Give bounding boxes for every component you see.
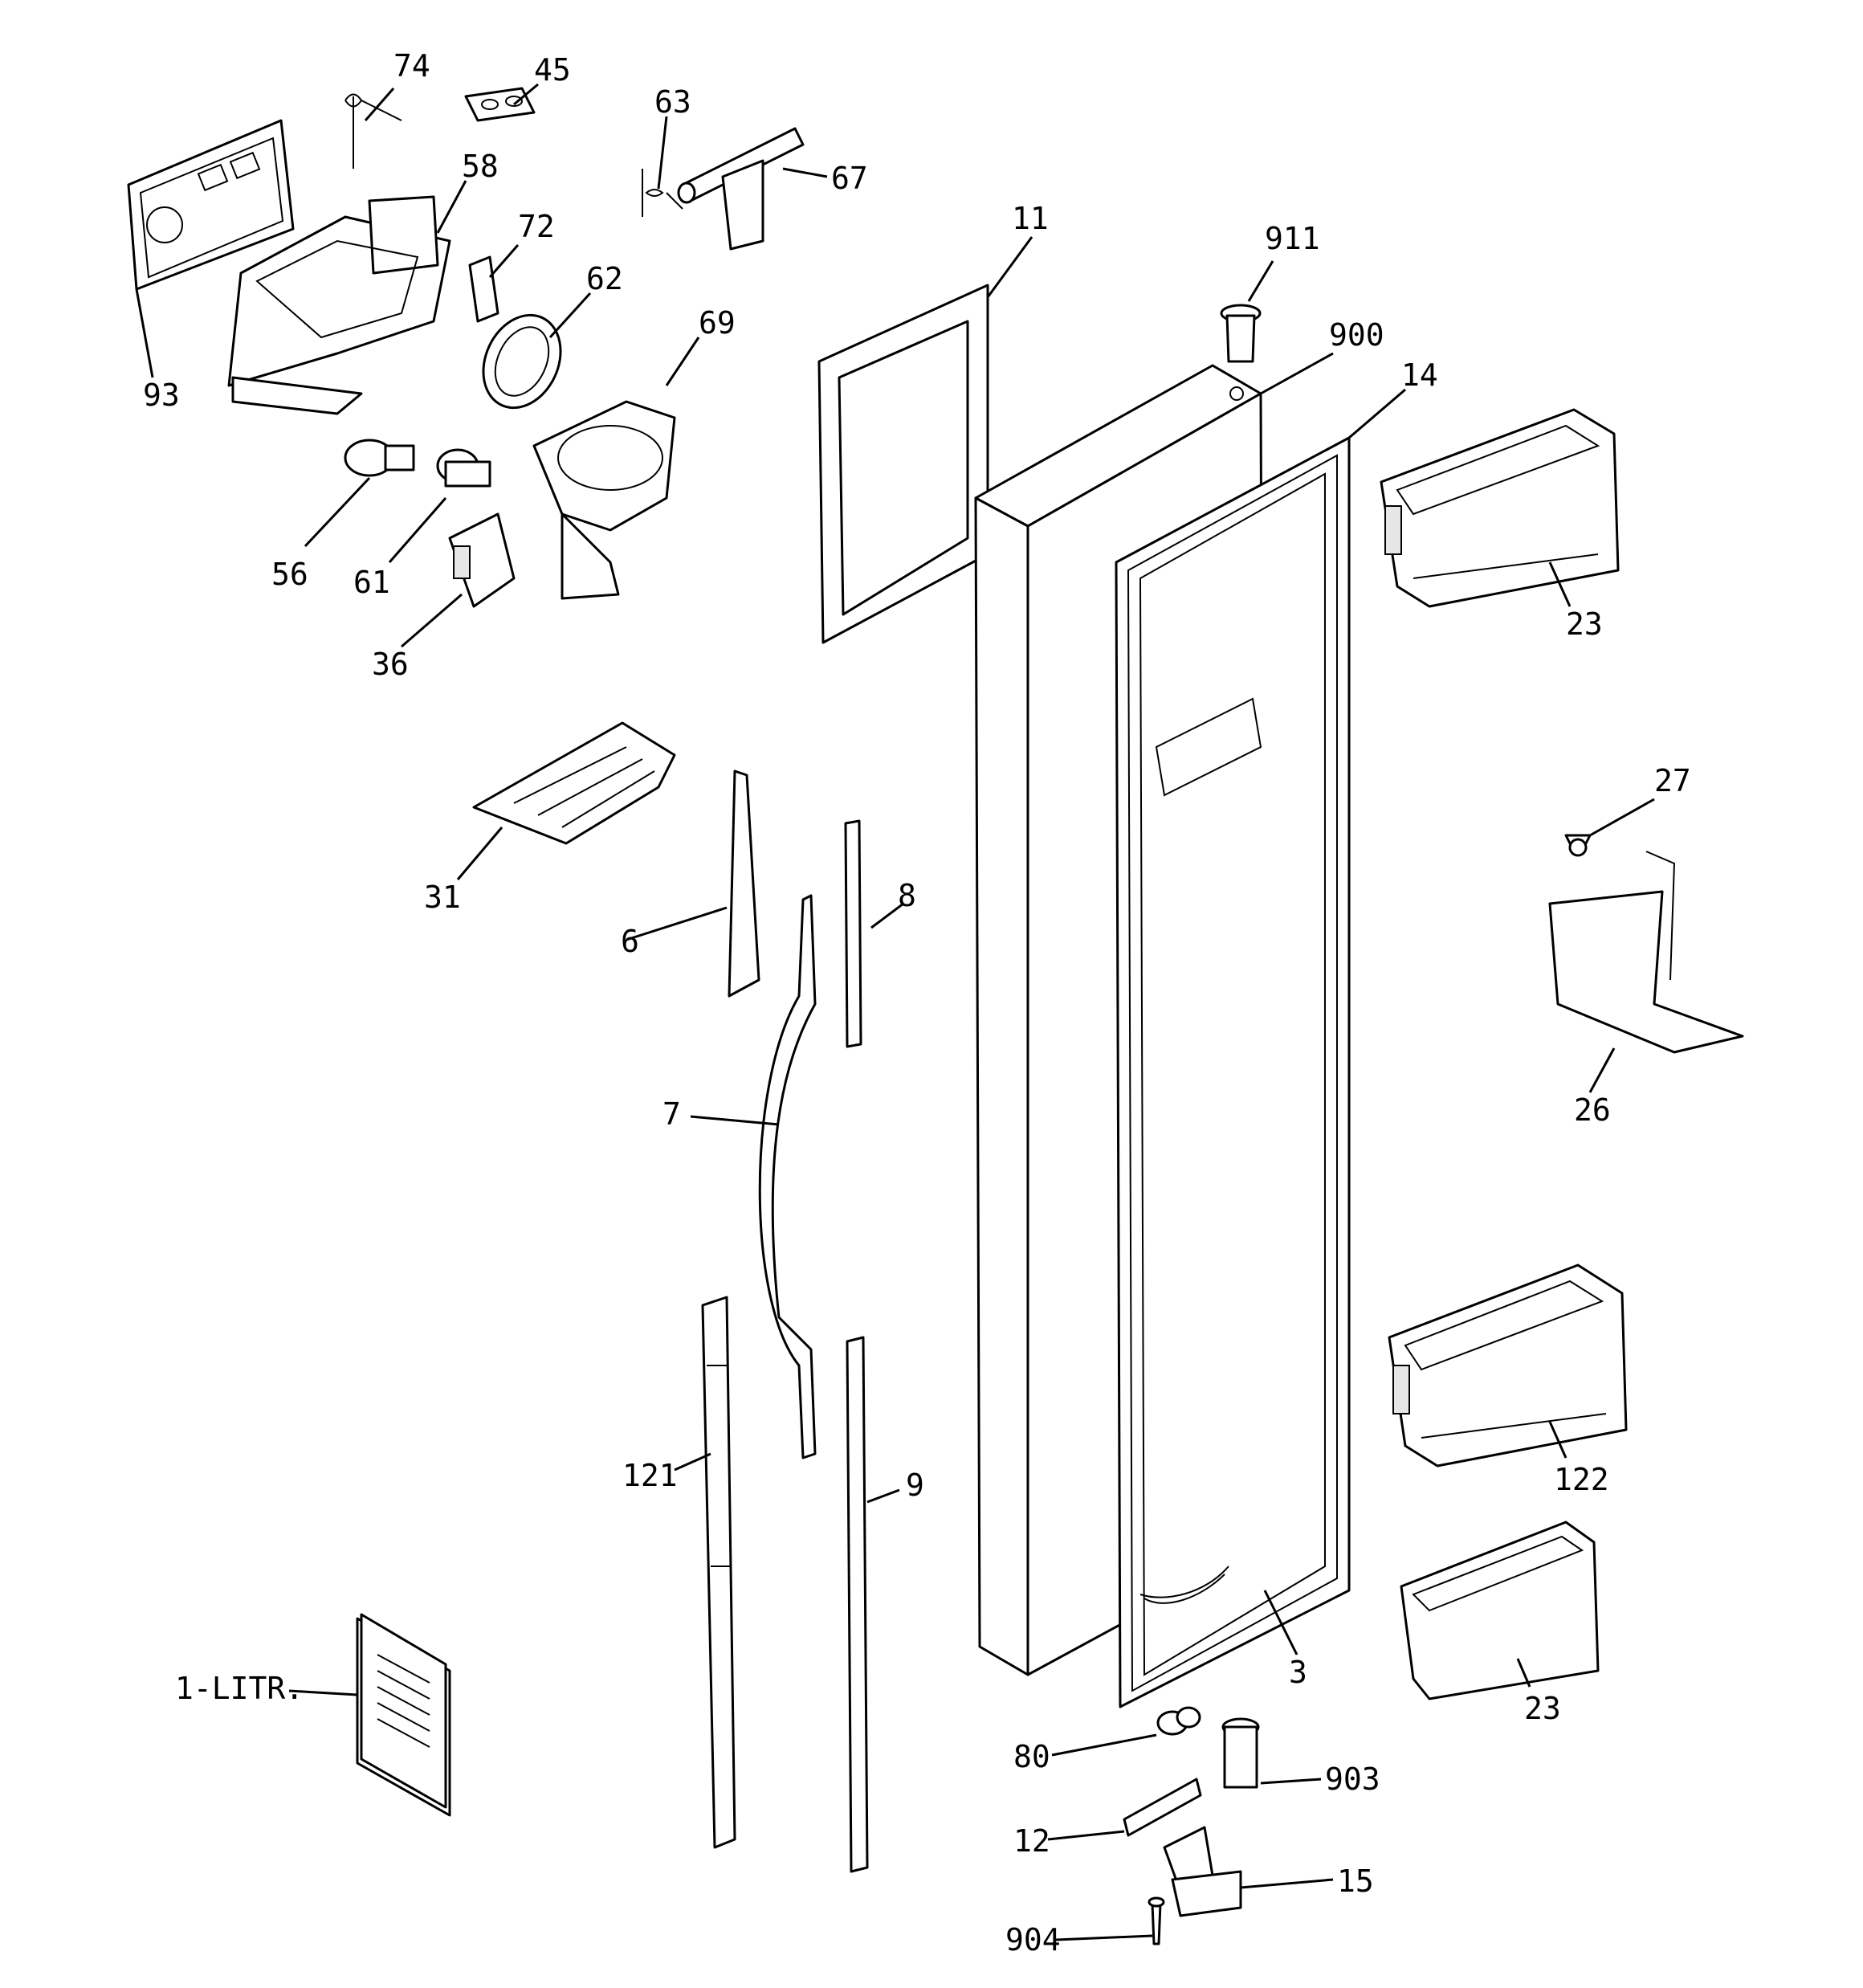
callout-63: 63: [654, 84, 691, 120]
callout-45: 45: [534, 52, 571, 88]
callout-67: 67: [831, 161, 868, 196]
callout-23-upper: 23: [1566, 606, 1603, 642]
part-903-cap: [1221, 1717, 1260, 1789]
callout-36: 36: [372, 647, 409, 682]
callout-14: 14: [1401, 357, 1438, 393]
callout-7: 7: [662, 1096, 681, 1132]
leader-lines: [135, 83, 1655, 1941]
part-15-hinge: [1163, 1826, 1242, 1917]
callout-6: 6: [621, 924, 639, 959]
part-904-screw: [1148, 1896, 1165, 1945]
part-7-handle: [758, 894, 817, 1459]
part-58-dispenser-housing: [227, 195, 451, 415]
part-63-spring: [642, 169, 683, 217]
callout-900: 900: [1329, 317, 1384, 353]
part-122-lower-bin: [1388, 1263, 1628, 1468]
part-61-socket: [436, 448, 491, 488]
part-69-chute: [532, 400, 676, 600]
part-26-cover: [1548, 851, 1744, 1054]
callout-27: 27: [1654, 763, 1691, 798]
callout-62: 62: [586, 261, 623, 296]
part-6-trim: [728, 769, 760, 998]
callout-23-lower: 23: [1524, 1691, 1561, 1726]
part-8-plate: [844, 819, 862, 1048]
callout-12: 12: [1013, 1823, 1050, 1859]
callout-labels: 74 45 63 67 58 72 62 69 93 56 61 36 11 9…: [143, 48, 1691, 1957]
callout-31: 31: [424, 880, 461, 915]
part-72-switch: [468, 255, 499, 323]
callout-93: 93: [143, 378, 180, 413]
callout-80: 80: [1013, 1739, 1050, 1774]
part-67-actuator: [677, 127, 805, 251]
callout-26: 26: [1574, 1092, 1611, 1128]
callout-58: 58: [462, 149, 499, 184]
part-12-strap: [1123, 1778, 1202, 1837]
callout-15: 15: [1337, 1863, 1374, 1899]
callout-8: 8: [898, 878, 916, 913]
part-1-litr-literature: [356, 1613, 451, 1817]
part-14-gasket: [1115, 436, 1351, 1708]
callout-911: 911: [1265, 221, 1320, 256]
part-9-plate: [846, 1336, 869, 1873]
part-62-ring: [482, 313, 562, 410]
part-80-plug: [1156, 1706, 1201, 1736]
callout-904: 904: [1005, 1922, 1061, 1957]
part-121-trim: [701, 1296, 736, 1849]
callout-11: 11: [1012, 201, 1049, 236]
part-27-screw: [1564, 834, 1592, 857]
part-31-tray: [472, 721, 676, 845]
callout-72: 72: [518, 209, 555, 244]
callout-69: 69: [699, 305, 736, 341]
part-56-bulb: [344, 439, 415, 477]
part-23-small-bin: [1400, 1521, 1600, 1700]
callout-122: 122: [1554, 1462, 1609, 1497]
callout-9: 9: [906, 1468, 924, 1503]
part-45-bracket: [464, 87, 536, 122]
callout-1-litr: 1-LITR.: [175, 1671, 304, 1706]
part-36-bracket: [448, 512, 516, 608]
callout-56: 56: [271, 557, 308, 592]
callout-3: 3: [1289, 1655, 1307, 1690]
part-911-cap: [1220, 304, 1262, 363]
part-11-frame: [817, 284, 989, 644]
part-74-spring: [344, 93, 402, 169]
part-3-wiring: [1139, 1565, 1229, 1604]
callout-903: 903: [1325, 1761, 1380, 1797]
callout-74: 74: [393, 48, 430, 84]
callout-121: 121: [622, 1458, 678, 1493]
callout-61: 61: [353, 565, 390, 600]
part-93-control-board: [127, 119, 295, 291]
part-23-upper-bin: [1380, 408, 1620, 608]
